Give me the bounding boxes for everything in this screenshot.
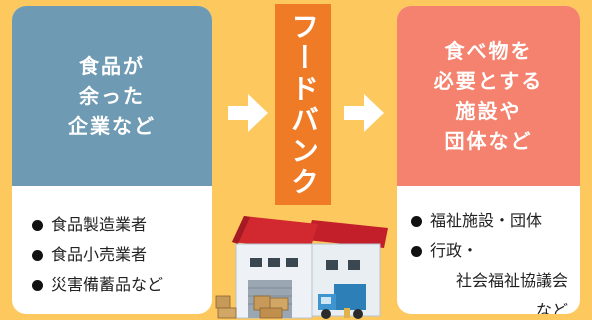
recipient-list-item-label: 福祉施設・団体 xyxy=(430,211,543,230)
recipient-card-header: 食べ物を 必要とする 施設や 団体など xyxy=(397,6,580,186)
recipient-card: 食べ物を 必要とする 施設や 団体など 福祉施設・団体 行政・ 社会福祉協議会 … xyxy=(397,6,580,314)
warehouse-icon xyxy=(215,216,388,319)
supplier-title-line: 企業など xyxy=(68,114,156,138)
bullet-icon xyxy=(411,215,422,227)
recipient-list-item: 福祉施設・団体 xyxy=(411,206,580,236)
supplier-card: 食品が 余った 企業など 食品製造業者 食品小売業者 災害備蓄品など xyxy=(12,6,212,314)
supplier-title-line: 食品が xyxy=(79,54,145,78)
supplier-list: 食品製造業者 食品小売業者 災害備蓄品など xyxy=(12,186,212,314)
recipient-title-line: 団体など xyxy=(444,129,533,153)
supplier-list-item: 災害備蓄品など xyxy=(32,270,212,300)
supplier-list-item-label: 食品小売業者 xyxy=(51,245,148,264)
supplier-title-line: 余った xyxy=(79,84,145,108)
bullet-icon xyxy=(32,249,43,261)
recipient-title-line: 施設や xyxy=(455,99,522,123)
supplier-list-item-label: 災害備蓄品など xyxy=(51,275,164,294)
recipient-list-continuation: など xyxy=(535,301,568,314)
recipient-list-item: 行政・ xyxy=(411,236,580,266)
supplier-card-header: 食品が 余った 企業など xyxy=(12,6,212,186)
food-bank-banner: フードバンク xyxy=(275,4,331,205)
recipient-title-line: 食べ物を xyxy=(444,39,533,63)
recipient-list: 福祉施設・団体 行政・ 社会福祉協議会 など xyxy=(397,186,580,314)
recipient-list-item-label: 行政・ xyxy=(430,241,479,260)
recipient-list-continuation: 社会福祉協議会 xyxy=(455,271,568,290)
right-arrow-icon xyxy=(344,94,384,132)
bullet-icon xyxy=(32,219,43,231)
recipient-title-line: 必要とする xyxy=(433,69,544,93)
supplier-list-item-label: 食品製造業者 xyxy=(51,215,148,234)
supplier-card-title: 食品が 余った 企業など xyxy=(68,51,156,141)
bullet-icon xyxy=(411,245,422,257)
food-bank-label: フードバンク xyxy=(287,11,320,198)
right-arrow-icon xyxy=(228,94,268,132)
bullet-icon xyxy=(32,279,43,291)
supplier-list-item: 食品製造業者 xyxy=(32,210,212,240)
supplier-list-item: 食品小売業者 xyxy=(32,240,212,270)
recipient-card-title: 食べ物を 必要とする 施設や 団体など xyxy=(434,36,543,156)
